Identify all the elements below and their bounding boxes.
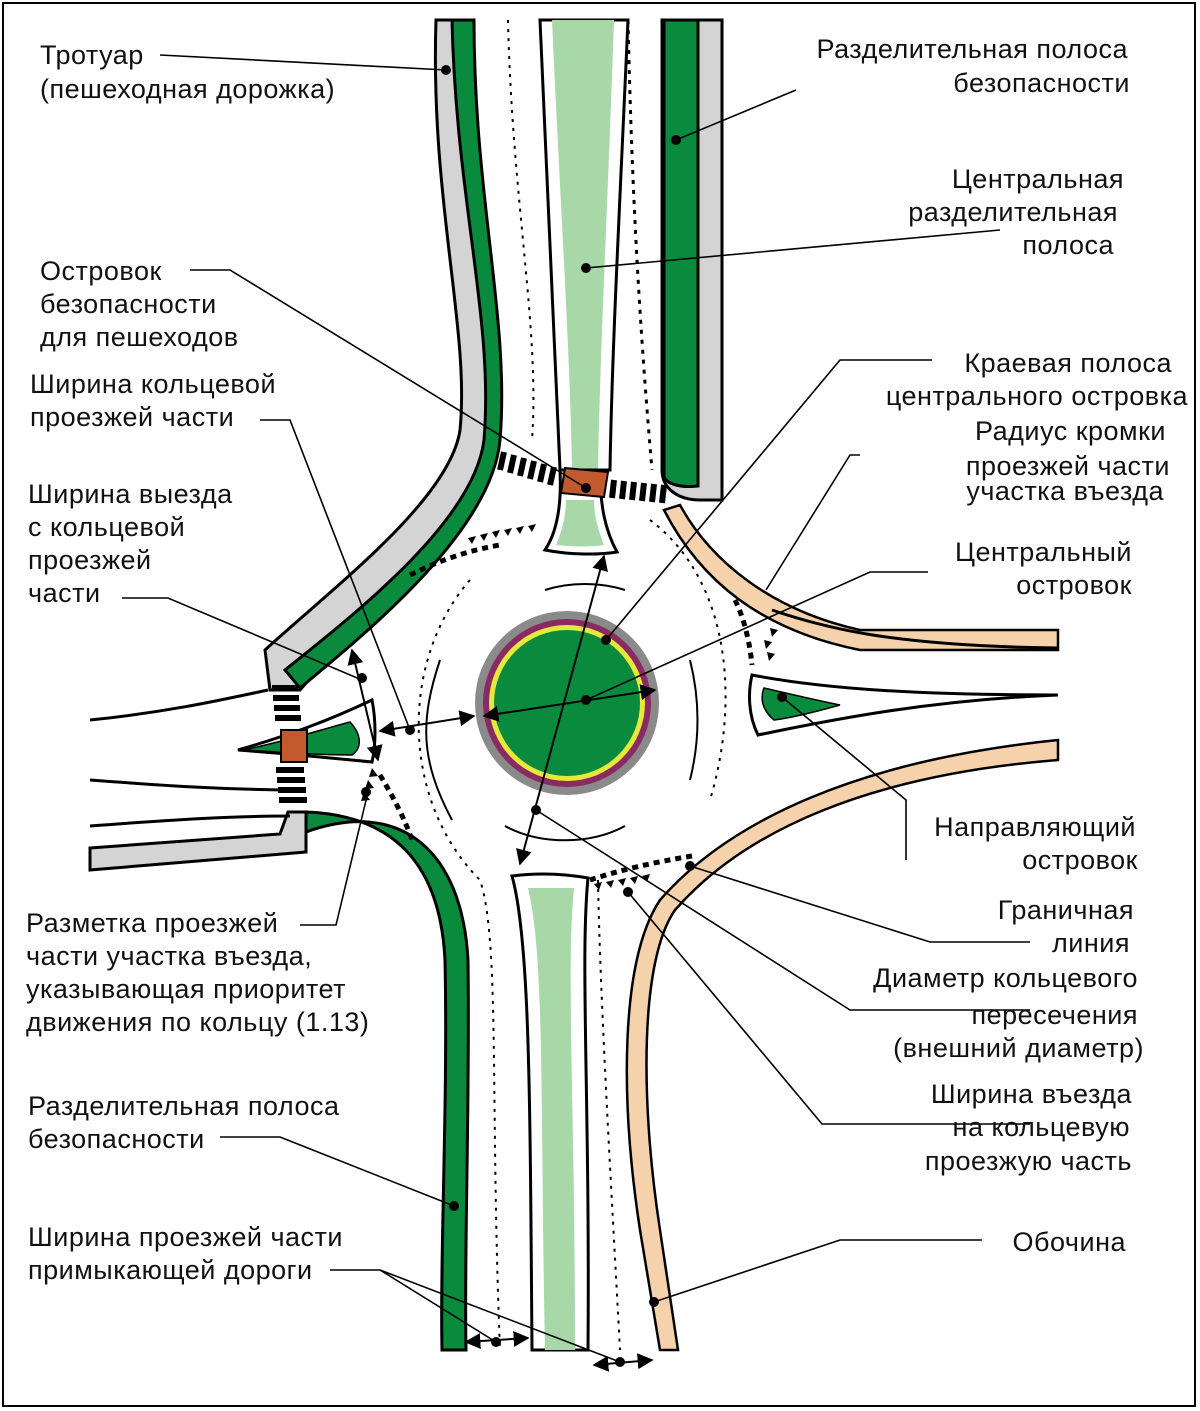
label-radius-line2: проезжей части <box>966 451 1170 481</box>
crosswalk-left <box>272 685 307 803</box>
label-exit-width-line2: с кольцевой <box>28 512 185 542</box>
label-edge-strip-line1: Краевая полоса <box>964 348 1172 378</box>
label-entry-width-line2: на кольцевую <box>953 1112 1130 1142</box>
label-marking-line4: движения по кольцу (1.13) <box>26 1007 369 1037</box>
label-diameter-line3: (внешний диаметр) <box>893 1033 1144 1063</box>
label-ped-island-line2: безопасности <box>40 289 217 319</box>
yield-line-bottom <box>589 853 693 883</box>
ring-arc-right <box>689 659 699 781</box>
label-central-strip-line3: полоса <box>1022 230 1114 260</box>
label-central-island-line2: островок <box>1016 570 1132 600</box>
guide-island-right <box>748 673 1059 737</box>
crossing-island-left <box>280 729 308 763</box>
label-safety-strip-top-line1: Разделительная полоса <box>816 34 1128 64</box>
road-edge-left-low <box>89 814 291 828</box>
label-sidewalk-line2: (пешеходная дорожка) <box>40 74 335 104</box>
label-entry-width-line3: проезжую часть <box>925 1146 1132 1176</box>
yield-line-left <box>377 773 415 841</box>
road-edge-left-mid <box>89 778 301 792</box>
leader-dots <box>357 65 787 1367</box>
label-exit-width-line1: Ширина выезда <box>28 479 233 509</box>
yield-triangles <box>361 524 778 890</box>
label-central-strip-line2: разделительная <box>908 197 1118 227</box>
label-safety-strip-top-line2: безопасности <box>953 68 1130 98</box>
yield-line-right <box>732 598 755 666</box>
label-diameter-line1: Диаметр кольцевого <box>873 963 1138 993</box>
lane-line-bottom-right <box>597 879 621 1351</box>
label-entry-width-line1: Ширина въезда <box>931 1079 1133 1109</box>
label-exit-width-line3: проезжей <box>28 545 152 575</box>
label-central-island-line1: Центральный <box>955 537 1132 567</box>
label-diameter-line2: пересечения <box>972 1000 1139 1030</box>
label-safety-strip-bottom-line2: безопасности <box>28 1124 205 1154</box>
leader-lines <box>122 54 1030 1363</box>
lane-line-top-right <box>626 19 654 471</box>
pedestrian-island-top-fill <box>556 500 604 547</box>
label-shoulder: Обочина <box>1013 1227 1127 1257</box>
label-ring-width-line2: проезжей части <box>30 402 234 432</box>
yield-line-top-left <box>408 542 501 578</box>
crossing-island-top <box>559 466 610 499</box>
shoulder-top-right <box>662 503 1060 652</box>
label-safety-strip-bottom-line1: Разделительная полоса <box>28 1091 340 1121</box>
central-strip-bottom-fill <box>528 888 575 1350</box>
ring-outer-dotted <box>417 579 501 1351</box>
label-road-width-line2: примыкающей дороги <box>28 1255 313 1285</box>
label-boundary-line1: Граничная <box>998 895 1134 925</box>
label-sidewalk-line1: Тротуар <box>40 40 144 70</box>
label-marking-line2: части участка въезда, <box>26 941 312 971</box>
label-edge-strip-line2: центрального островка <box>886 381 1189 411</box>
label-exit-width-line4: части <box>28 578 101 608</box>
label-road-width-line1: Ширина проезжей части <box>28 1222 343 1252</box>
label-ped-island-line1: Островок <box>40 256 162 286</box>
label-boundary-line2: линия <box>1052 928 1130 958</box>
lane-line-top-left <box>507 19 535 441</box>
crosswalk-top <box>497 451 667 504</box>
safety-strip-top-right <box>662 18 700 488</box>
road-edge-right-top <box>771 608 1059 650</box>
label-central-strip-line1: Центральная <box>952 164 1124 194</box>
ring-arc-left <box>425 659 453 821</box>
central-island-diameter-arrow <box>482 684 657 722</box>
label-ped-island-line3: для пешеходов <box>40 322 239 352</box>
label-marking-line1: Разметка проезжей <box>26 908 278 938</box>
ring-dotted-right <box>649 519 727 801</box>
label-radius-line1: Радиус кромки <box>975 416 1166 446</box>
shoulder-bottom-right <box>625 738 1060 1352</box>
sidewalk-bottom-left <box>88 810 308 872</box>
central-strip-top-fill <box>552 20 614 470</box>
road-edge-left-top <box>89 688 269 722</box>
safety-strip-top-left <box>282 18 504 691</box>
ring-width-arrow <box>378 710 476 737</box>
label-ring-width-line1: Ширина кольцевой <box>30 369 276 399</box>
exit-width-arrow <box>347 648 383 762</box>
label-guide-island-line2: островок <box>1022 845 1138 875</box>
label-marking-line3: указывающая приоритет <box>26 974 346 1004</box>
ring-arc-top <box>544 583 626 591</box>
label-radius-line3: участка въезда <box>966 476 1164 506</box>
safety-strip-bottom-left <box>304 810 470 1352</box>
label-guide-island-line1: Направляющий <box>934 812 1136 842</box>
